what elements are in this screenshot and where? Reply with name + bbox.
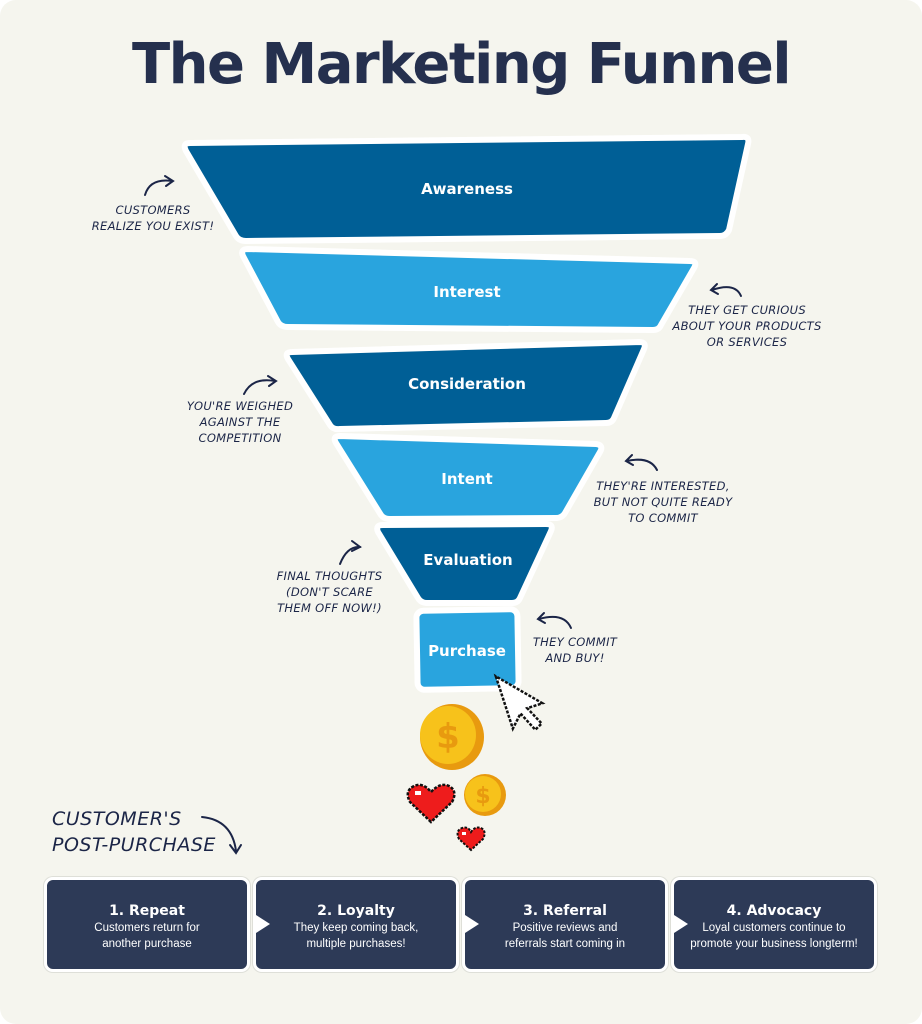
arrow-intent-icon xyxy=(624,454,658,471)
funnel-stage-awareness-shape xyxy=(181,133,752,244)
step-heading: 4. Advocacy xyxy=(726,903,822,919)
funnel-stage-intent: Intent xyxy=(441,470,493,488)
arrow-evaluation-icon xyxy=(339,540,362,565)
funnel-stage-evaluation-shape xyxy=(374,521,555,606)
gold-coin-small-icon: $ xyxy=(464,774,506,816)
step-description: Positive reviews and referrals start com… xyxy=(504,922,626,950)
step-heading: 1. Repeat xyxy=(109,903,185,919)
step-description: They keep coming back, multiple purchase… xyxy=(293,922,419,950)
annotation-awareness: Customers realize you exist! xyxy=(91,203,215,233)
step-advocacy: 4. Advocacy Loyal customers continue to … xyxy=(671,877,877,972)
funnel-stage-purchase-shape[interactable] xyxy=(413,606,522,693)
funnel-stage-evaluation: Evaluation xyxy=(423,551,513,569)
step-description: Loyal customers continue to promote your… xyxy=(690,922,858,950)
step-referral: 3. Referral Positive reviews and referra… xyxy=(462,877,668,972)
funnel-stage-awareness: Awareness xyxy=(421,180,513,198)
annotation-evaluation: Final thoughts (Don't scare them off now… xyxy=(276,569,383,615)
arrow-consideration-icon xyxy=(243,375,278,395)
funnel-stage-intent-shape xyxy=(331,433,605,522)
post-purchase-steps: 1. Repeat Customers return for another p… xyxy=(44,877,878,972)
pointer-cursor-icon xyxy=(493,673,546,732)
annotation-consideration: You're weighed against the competition xyxy=(186,399,294,445)
heart-small-icon xyxy=(456,826,486,852)
step-heading: 2. Loyalty xyxy=(317,903,395,919)
annotation-intent: They're interested, but not quite ready … xyxy=(593,479,733,525)
arrow-awareness-icon xyxy=(144,175,175,196)
arrow-purchase-icon xyxy=(536,612,572,629)
page-title: The Marketing Funnel xyxy=(131,32,792,97)
arrow-post-purchase-icon xyxy=(201,816,242,855)
svg-text:$: $ xyxy=(436,717,460,757)
post-purchase-title: Customer's post-purchase xyxy=(52,808,216,856)
funnel-stage-interest-shape xyxy=(239,246,699,333)
funnel-stage-consideration: Consideration xyxy=(408,375,526,393)
heart-large-icon xyxy=(406,783,456,824)
step-arrow-icon xyxy=(674,915,688,933)
gold-coin-large-icon: $ xyxy=(420,704,484,770)
arrow-interest-icon xyxy=(709,283,742,297)
step-description: Customers return for another purchase xyxy=(94,922,200,950)
step-repeat: 1. Repeat Customers return for another p… xyxy=(44,877,250,972)
funnel-stage-interest: Interest xyxy=(433,283,501,301)
funnel-stage-purchase: Purchase xyxy=(428,642,506,660)
step-arrow-icon xyxy=(256,915,270,933)
step-arrow-icon xyxy=(465,915,479,933)
svg-text:$: $ xyxy=(475,784,490,809)
funnel-stage-consideration-shape xyxy=(283,339,648,433)
annotation-purchase: They commit and buy! xyxy=(532,635,618,665)
annotation-interest: They get curious about your products or … xyxy=(672,303,822,349)
step-loyalty: 2. Loyalty They keep coming back, multip… xyxy=(253,877,459,972)
step-heading: 3. Referral xyxy=(523,903,607,919)
